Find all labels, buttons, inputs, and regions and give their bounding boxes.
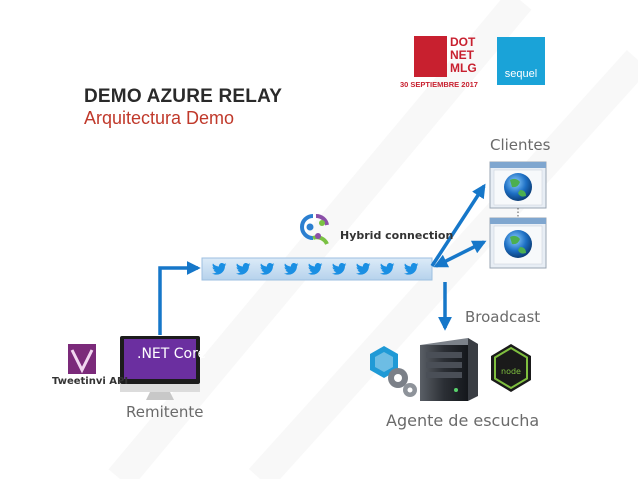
twitter-bird-icon — [284, 262, 299, 275]
page-subtitle: Arquitectura Demo — [84, 108, 235, 128]
nodejs-icon: node — [491, 344, 531, 392]
twitter-bird-icon — [356, 262, 371, 275]
dotnet-mlg-logo: DOT NET MLG — [414, 36, 493, 77]
broadcast-label: Broadcast — [465, 308, 541, 326]
logo-line-2: NET — [450, 48, 474, 62]
hybrid-connection-label: Hybrid connection — [340, 229, 454, 242]
monitor-icon — [120, 336, 200, 400]
client-window-1 — [489, 161, 547, 209]
hybrid-connection-icon — [300, 214, 329, 245]
globe-icon — [504, 230, 532, 258]
sequel-logo-text: sequel — [504, 68, 538, 80]
twitter-bird-icon — [308, 262, 323, 275]
listener-label: Agente de escucha — [386, 411, 540, 430]
azure-gears-icon — [370, 346, 417, 397]
twitter-bird-icon — [236, 262, 251, 275]
globe-icon — [504, 173, 532, 201]
sequel-logo: sequel — [497, 37, 545, 85]
server-icon — [420, 338, 478, 401]
logo-line-1: DOT — [450, 35, 476, 49]
event-date: 30 SEPTIEMBRE 2017 — [400, 80, 478, 89]
twitter-bird-icon — [332, 262, 347, 275]
page-title: DEMO AZURE RELAY — [84, 86, 283, 107]
arrow-to-client-2 — [433, 240, 487, 268]
twitter-bird-icon — [404, 262, 419, 275]
twitter-bird-icon — [260, 262, 275, 275]
twitter-bird-icon — [380, 262, 395, 275]
net-core-label: .NET Core — [137, 346, 207, 362]
svg-text:node: node — [501, 367, 521, 376]
twitter-bird-icon — [212, 262, 227, 275]
twitter-birds — [212, 262, 419, 275]
arrow-to-relay — [158, 261, 201, 335]
clients-label: Clientes — [490, 136, 551, 154]
sun-wave-icon — [414, 36, 447, 77]
client-window-2 — [489, 217, 547, 269]
tweetinvi-label: Tweetinvi API — [52, 376, 129, 387]
logo-line-3: MLG — [450, 61, 477, 75]
sender-label: Remitente — [126, 403, 204, 421]
tweetinvi-icon — [68, 344, 96, 374]
